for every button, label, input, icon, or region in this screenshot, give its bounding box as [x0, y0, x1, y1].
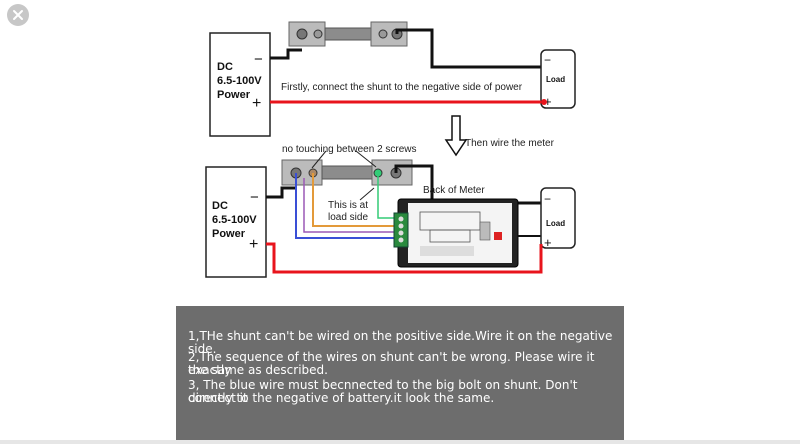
load-side-line2: load side: [328, 212, 368, 223]
close-icon: [13, 10, 23, 20]
shunt-2: [281, 159, 413, 186]
meter-back: [393, 198, 519, 268]
purple-wire: [303, 178, 395, 233]
pointer-line: [311, 150, 327, 169]
load-plus-2: +: [544, 235, 552, 250]
minus-terminal: −: [254, 51, 263, 68]
power-label-2-line2: 6.5-100V: [212, 214, 257, 226]
note-2-line1: 2,The sequence of the wires on shunt can…: [188, 350, 595, 377]
shunt: [288, 21, 408, 47]
black-wire-2: [266, 186, 295, 199]
red-wire-2: [266, 242, 543, 274]
black-wire-to-load: [395, 28, 541, 69]
black-wire: [270, 48, 302, 60]
power-label-line2: 6.5-100V: [217, 75, 262, 87]
blue-wire: [295, 173, 395, 239]
load-plus: +: [544, 94, 552, 109]
load-minus-2: −: [544, 192, 551, 206]
close-button[interactable]: [7, 4, 29, 26]
plus-terminal: +: [252, 95, 261, 112]
note-2-line2: the same as described.: [188, 363, 328, 377]
load-box-2: [540, 187, 576, 249]
no-touch-caption: no touching between 2 screws: [282, 144, 417, 155]
minus-terminal-2: −: [250, 189, 259, 206]
top-wiring-diagram: DC 6.5-100V Power − + Load − +: [209, 21, 576, 137]
bottom-wiring-diagram: DC 6.5-100V Power − +: [205, 144, 576, 278]
bottom-edge: [0, 440, 800, 444]
power-label-line3: Power: [217, 89, 251, 101]
down-arrow: [444, 115, 468, 157]
load-label-2: Load: [546, 219, 565, 228]
load-minus: −: [544, 53, 551, 67]
load-side-line1: This is at: [328, 200, 368, 211]
load-label: Load: [546, 75, 565, 84]
dc-power-box-2: [205, 166, 267, 278]
pointer-line: [359, 187, 375, 201]
notes-panel: 1,THe shunt can't be wired on the positi…: [176, 306, 624, 444]
power-label-line1: DC: [217, 61, 233, 73]
green-wire: [377, 173, 395, 219]
power-label-2-line1: DC: [212, 200, 228, 212]
top-caption: Firstly, connect the shunt to the negati…: [281, 82, 523, 93]
pointer-line: [355, 150, 377, 168]
plus-terminal-2: +: [249, 236, 258, 253]
back-of-meter-label: Back of Meter: [423, 185, 485, 196]
note-1: 1,THe shunt can't be wired on the positi…: [188, 329, 613, 356]
dc-power-box: [209, 32, 271, 137]
arrow-caption: Then wire the meter: [465, 138, 555, 149]
note-3-line1: 3, The blue wire must becnnected to the …: [188, 378, 578, 405]
load-box: [540, 49, 576, 109]
note-3-line2: directly to the negative of battery.it l…: [188, 391, 495, 405]
orange-wire: [312, 173, 395, 227]
power-label-2-line3: Power: [212, 228, 246, 240]
